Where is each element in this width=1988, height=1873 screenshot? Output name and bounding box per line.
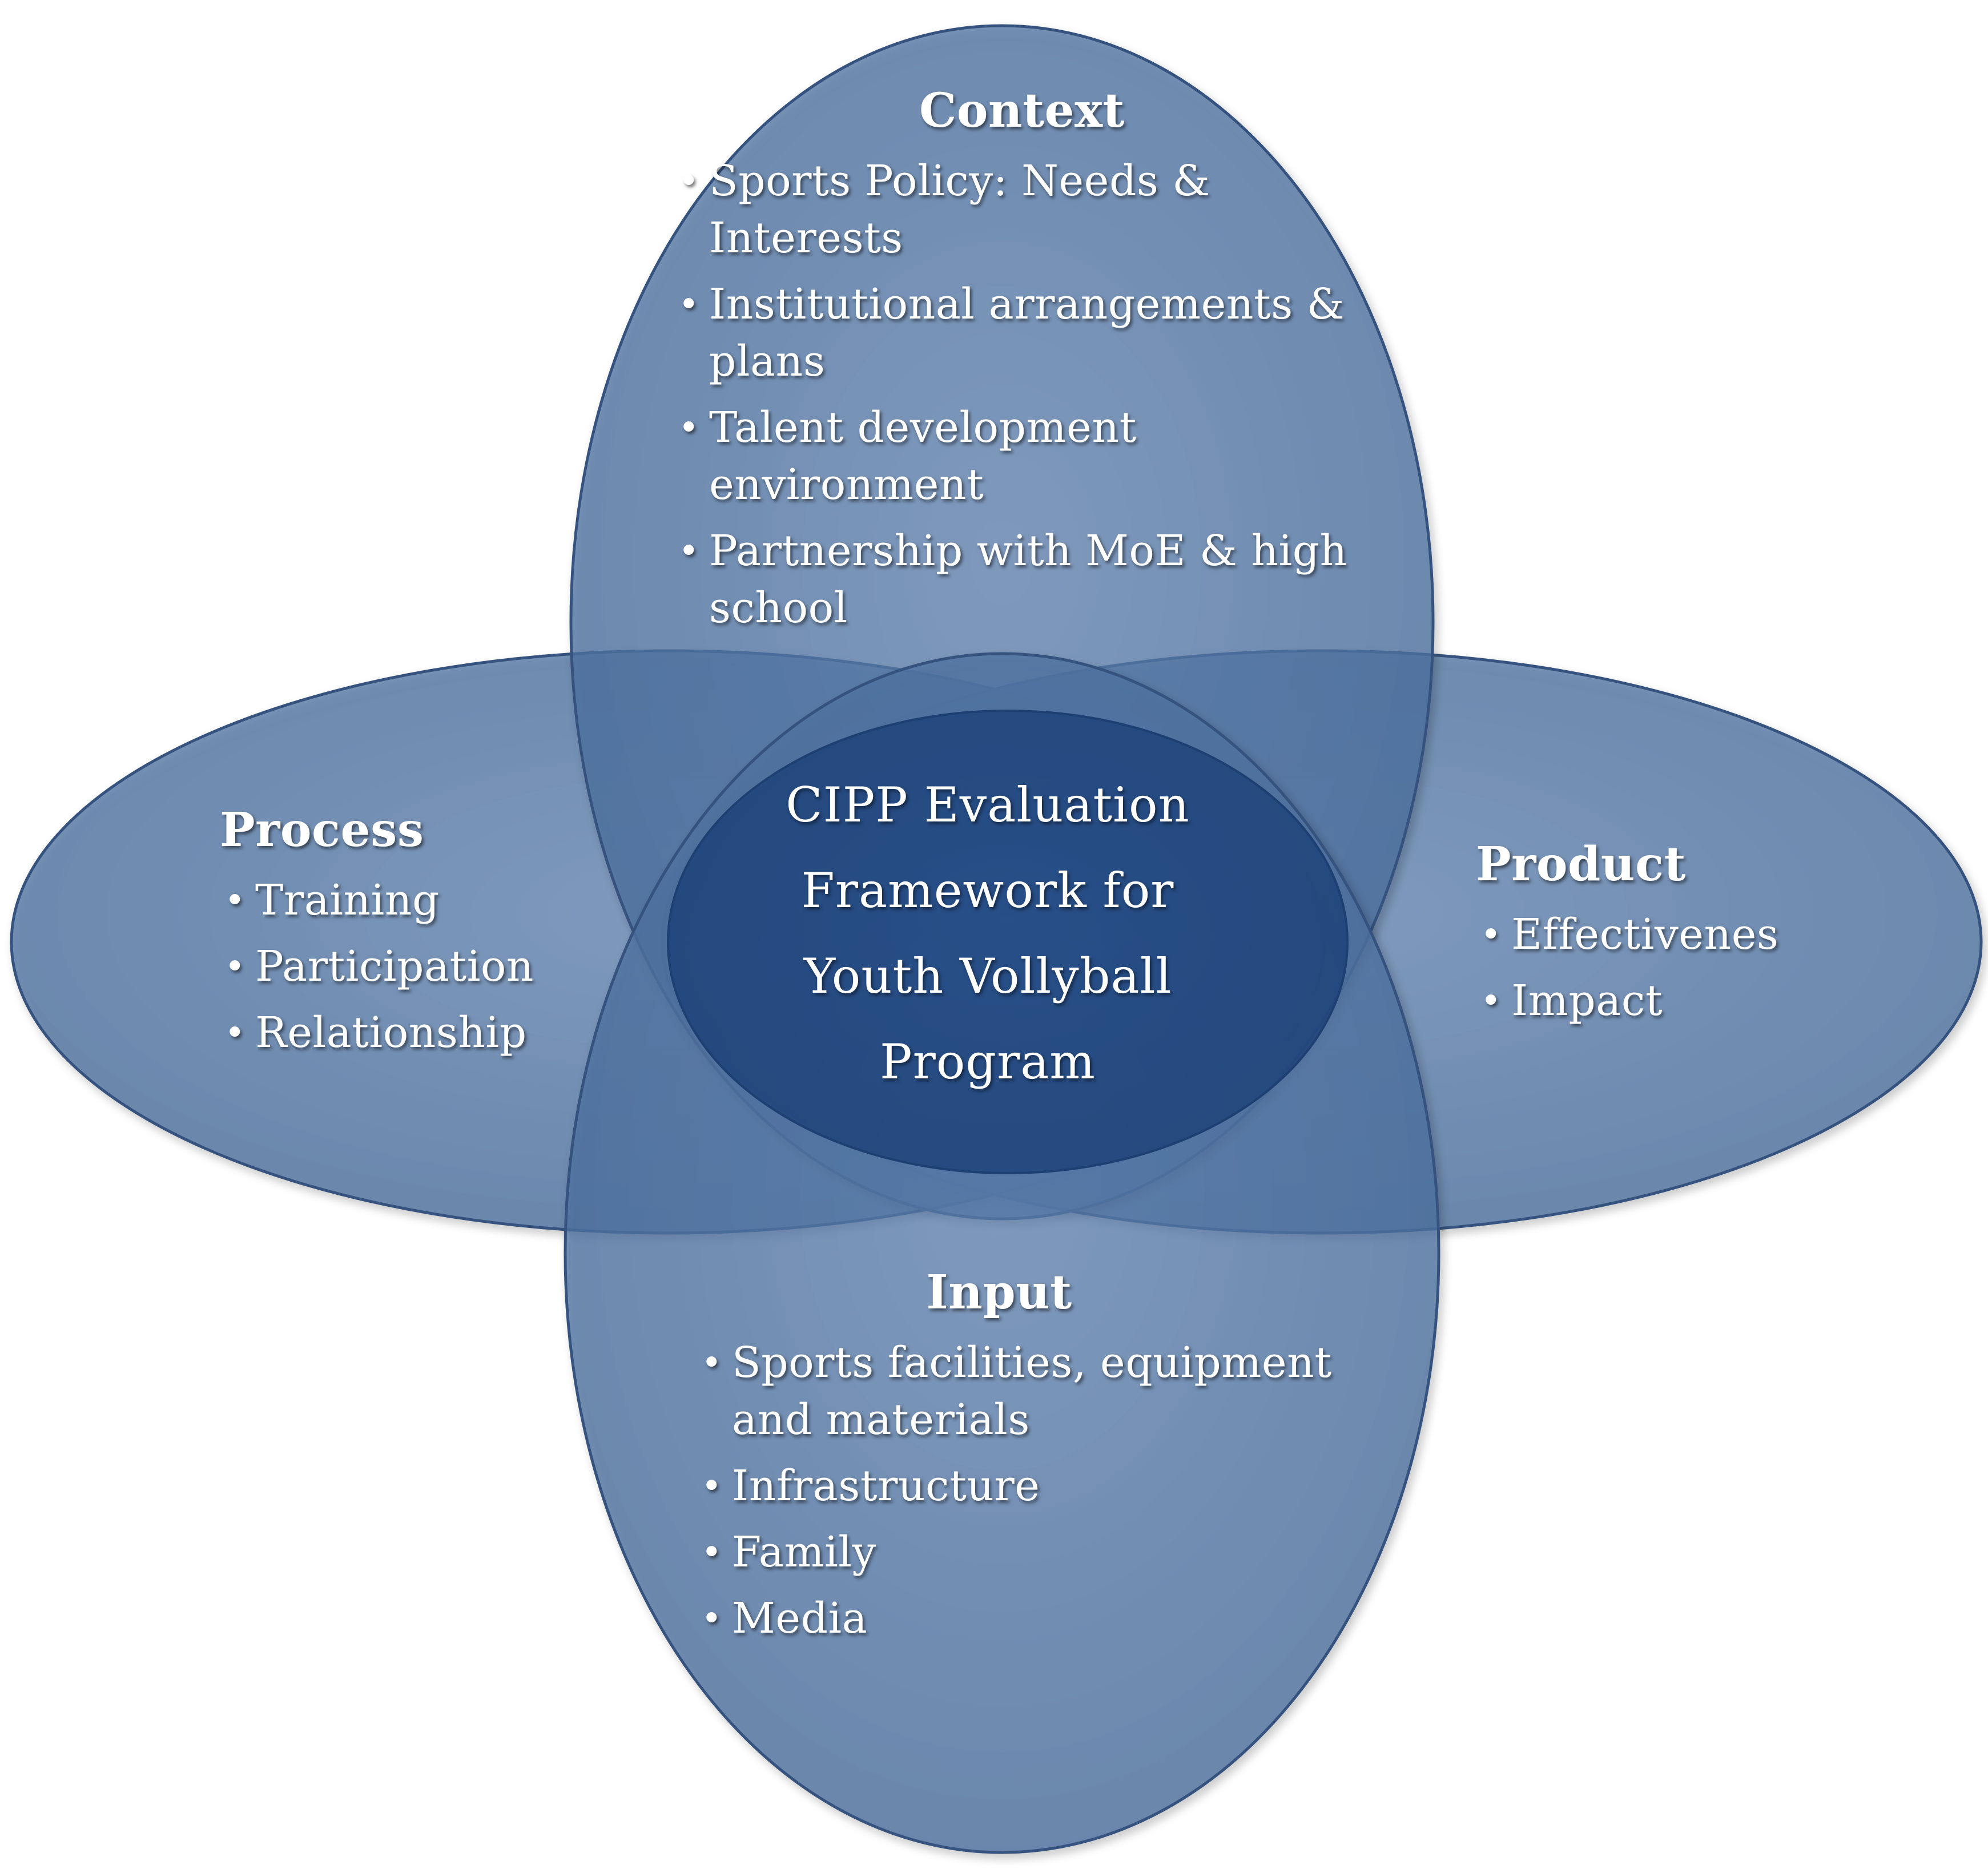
center-ellipse — [667, 710, 1349, 1174]
bullet-icon: • — [224, 879, 246, 921]
list-item: •Infrastructure — [697, 1457, 1353, 1514]
bullet-icon: • — [701, 1465, 723, 1507]
bullet-icon: • — [224, 1012, 246, 1054]
input-items: •Sports facilities, equipment and materi… — [697, 1334, 1353, 1647]
process-heading: Process — [220, 803, 424, 857]
list-item: •Media — [697, 1590, 1353, 1647]
context-heading: Context — [919, 83, 1125, 138]
process-section: Process •Training •Participation •Relati… — [220, 802, 631, 1070]
product-heading: Product — [1476, 837, 1686, 892]
context-items: •Sports Policy: Needs & Interests •Insti… — [674, 152, 1370, 637]
process-items: •Training •Participation •Relationship — [220, 872, 631, 1061]
list-item: •Participation — [220, 938, 631, 995]
input-section: Input •Sports facilities, equipment and … — [697, 1264, 1353, 1656]
list-item: •Family — [697, 1524, 1353, 1581]
bullet-icon: • — [701, 1597, 723, 1640]
list-item: •Effectivenes — [1476, 906, 1887, 963]
bullet-icon: • — [701, 1531, 723, 1573]
list-item: •Relationship — [220, 1004, 631, 1061]
bullet-icon: • — [678, 406, 700, 449]
context-section: Context •Sports Policy: Needs & Interest… — [674, 83, 1370, 646]
list-item: •Impact — [1476, 972, 1887, 1029]
bullet-icon: • — [224, 945, 246, 988]
list-item: •Sports Policy: Needs & Interests — [674, 152, 1370, 267]
center-title: CIPP Evaluation Framework for Youth Voll… — [674, 762, 1302, 1105]
list-item: •Training — [220, 872, 631, 929]
bullet-icon: • — [1480, 980, 1502, 1022]
center-title-line: CIPP Evaluation — [786, 777, 1190, 833]
bullet-icon: • — [678, 530, 700, 572]
bullet-icon: • — [1480, 913, 1502, 956]
input-heading: Input — [926, 1265, 1072, 1320]
list-item: •Sports facilities, equipment and materi… — [697, 1334, 1353, 1448]
bullet-icon: • — [701, 1342, 723, 1384]
product-section: Product •Effectivenes •Impact — [1476, 836, 1887, 1038]
bullet-icon: • — [678, 283, 700, 325]
center-title-line: Youth Vollyball — [803, 948, 1172, 1004]
list-item: •Talent development environment — [674, 399, 1370, 513]
bullet-icon: • — [678, 160, 700, 202]
list-item: •Institutional arrangements & plans — [674, 276, 1370, 390]
center-title-line: Framework for — [801, 863, 1174, 919]
center-title-line: Program — [880, 1034, 1096, 1090]
list-item: •Partnership with MoE & high school — [674, 522, 1370, 637]
product-items: •Effectivenes •Impact — [1476, 906, 1887, 1029]
